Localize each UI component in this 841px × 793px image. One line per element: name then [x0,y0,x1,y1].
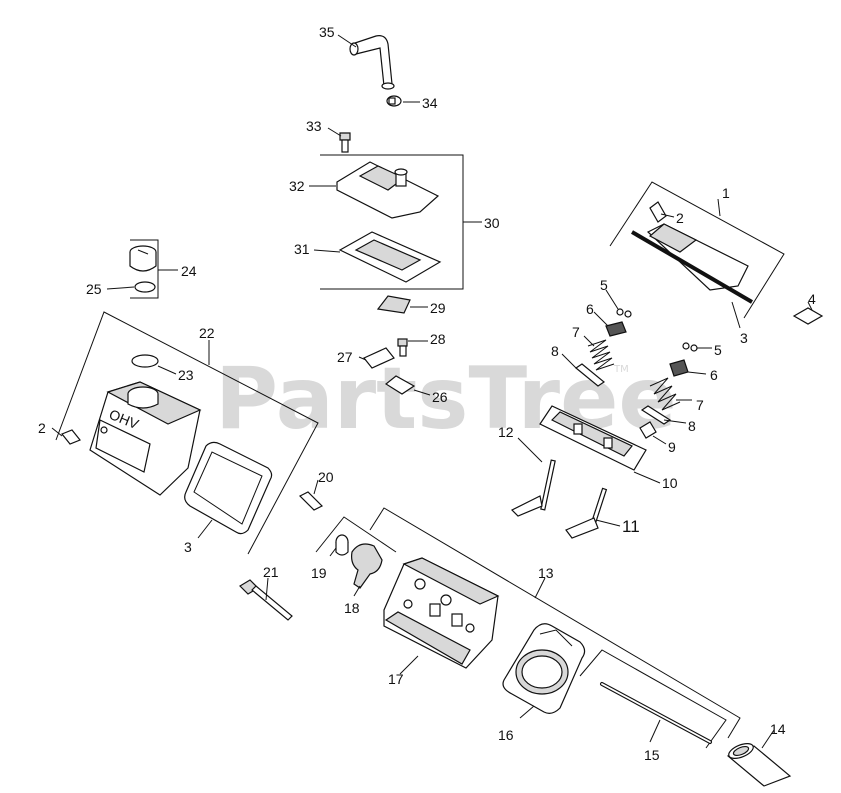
callout-3-left[interactable]: 3 [184,539,192,555]
callout-27[interactable]: 27 [337,349,353,365]
bracket-1 [609,181,785,319]
callout-32[interactable]: 32 [289,178,305,194]
hose-clamp[interactable] [386,95,402,107]
callout-24[interactable]: 24 [181,263,197,279]
callout-14[interactable]: 14 [770,721,786,737]
callout-21[interactable]: 21 [263,564,279,580]
valve-12[interactable] [510,459,556,517]
cover-gasket-left[interactable] [184,441,273,535]
bracket-4[interactable] [792,307,824,325]
head-gasket-16[interactable] [502,623,586,714]
callout-1[interactable]: 1 [722,185,730,201]
spring-7b[interactable] [649,377,681,411]
bracket-18-19 [315,516,397,553]
callout-13[interactable]: 13 [538,565,554,581]
bracket-13 [369,507,741,739]
o-ring-23[interactable] [131,354,159,368]
callout-33[interactable]: 33 [306,118,322,134]
pivot-19[interactable] [335,534,349,556]
bracket-22 [55,311,319,555]
seal-29[interactable] [376,295,411,314]
callout-8a[interactable]: 8 [551,343,559,359]
rocker-arm-18[interactable] [351,543,383,589]
callout-6a[interactable]: 6 [586,301,594,317]
callout-15[interactable]: 15 [644,747,660,763]
callout-7a[interactable]: 7 [572,324,580,340]
callout-5b[interactable]: 5 [714,342,722,358]
callout-8b[interactable]: 8 [688,418,696,434]
rocker-plate-10[interactable] [539,405,647,471]
callout-17[interactable]: 17 [388,671,404,687]
callout-22[interactable]: 22 [199,325,215,341]
push-rod-15[interactable] [600,682,712,744]
callout-18[interactable]: 18 [344,600,360,616]
callout-26[interactable]: 26 [432,389,448,405]
callout-35[interactable]: 35 [319,24,335,40]
spring-7a[interactable] [587,339,615,371]
breather-tube[interactable] [349,35,395,90]
callout-34[interactable]: 34 [422,95,438,111]
screw-20[interactable] [298,491,324,511]
callout-3-right[interactable]: 3 [740,330,748,346]
screw-2-left[interactable] [61,429,81,445]
cylinder-head-17[interactable] [383,557,500,669]
callout-6b[interactable]: 6 [710,367,718,383]
valve-cover-right[interactable] [646,223,749,291]
callout-2-left[interactable]: 2 [38,420,46,436]
cover-gasket-right[interactable] [630,230,754,304]
bracket-24 [130,239,159,299]
screw-28[interactable] [397,338,408,357]
screw-33[interactable] [339,132,351,153]
callout-31[interactable]: 31 [294,241,310,257]
callout-9[interactable]: 9 [668,439,676,455]
keeper-5a[interactable] [616,308,632,318]
callout-7b[interactable]: 7 [696,397,704,413]
o-ring-25[interactable] [134,281,156,293]
bracket-27[interactable] [363,347,395,369]
screw-2-right[interactable] [649,201,667,223]
callout-23[interactable]: 23 [178,367,194,383]
callout-4[interactable]: 4 [808,291,816,307]
breather-cover[interactable] [336,161,440,219]
valve-11[interactable] [565,487,608,539]
callout-29[interactable]: 29 [430,300,446,316]
callout-10[interactable]: 10 [662,475,678,491]
breather-gasket[interactable] [338,231,442,283]
tube-14[interactable] [726,741,792,787]
guide-9[interactable] [639,421,657,439]
callout-30[interactable]: 30 [484,215,500,231]
oil-fill-cap[interactable] [129,245,157,272]
valve-cover[interactable] [89,381,202,496]
callout-28[interactable]: 28 [430,331,446,347]
plate-26[interactable] [384,375,416,395]
callout-20[interactable]: 20 [318,469,334,485]
screw-21[interactable] [239,579,293,621]
retainer-6a[interactable] [605,321,627,337]
callout-5a[interactable]: 5 [600,277,608,293]
watermark-tm: TM [613,364,629,375]
callout-2-right[interactable]: 2 [676,210,684,226]
bracket-15 [579,649,727,749]
seal-8a[interactable] [574,363,606,387]
seal-8b[interactable] [640,405,672,425]
callout-16[interactable]: 16 [498,727,514,743]
callout-11[interactable]: 11 [622,517,640,536]
callout-12[interactable]: 12 [498,424,514,440]
callout-19[interactable]: 19 [311,565,327,581]
keeper-5b[interactable] [682,342,698,352]
callout-25[interactable]: 25 [86,281,102,297]
